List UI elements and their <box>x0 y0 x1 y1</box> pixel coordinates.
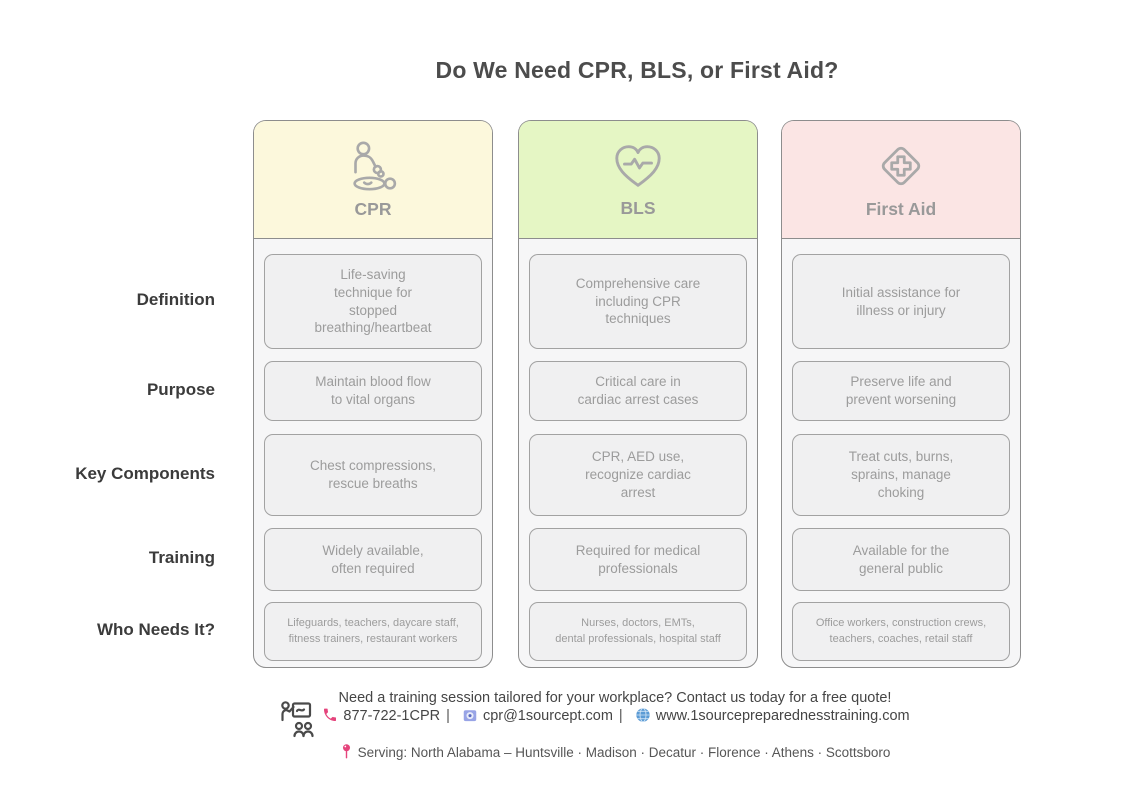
contact-separator: | <box>618 708 623 724</box>
cell-first-aid-who-needs-it: Office workers, construction crews, teac… <box>792 602 1010 661</box>
row-label-definition: Definition <box>136 290 215 309</box>
cell-cpr-key-components: Chest compressions, rescue breaths <box>264 434 482 516</box>
cell-cpr-definition: Life-saving technique for stopped breath… <box>264 254 482 349</box>
cell-cpr-training: Widely available, often required <box>264 528 482 591</box>
first-aid-diamond-cross-icon <box>881 146 921 185</box>
phone-number: 877-722-1CPR <box>343 708 441 724</box>
cell-cpr-who-needs-it: Lifeguards, teachers, daycare staff, fit… <box>264 602 482 661</box>
globe-icon <box>636 707 650 723</box>
column-header-bls: BLS <box>519 121 757 239</box>
column-first-aid: First Aid Initial assistance for illness… <box>781 120 1021 668</box>
column-title-first-aid: First Aid <box>865 198 937 219</box>
page-title: Do We Need CPR, BLS, or First Aid? <box>435 57 839 83</box>
email-address: cpr@1sourcept.com <box>482 708 613 724</box>
row-label-key-components: Key Components <box>75 464 215 483</box>
website-url: www.1sourcepreparednesstraining.com <box>655 708 910 724</box>
heartbeat-heart-icon <box>615 144 661 187</box>
cell-first-aid-definition: Initial assistance for illness or injury <box>792 254 1010 349</box>
email-icon <box>463 710 477 722</box>
column-title-cpr: CPR <box>354 198 392 219</box>
row-label-purpose: Purpose <box>146 380 215 399</box>
cell-bls-purpose: Critical care in cardiac arrest cases <box>529 361 747 421</box>
cell-bls-who-needs-it: Nurses, doctors, EMTs, dental profession… <box>529 602 747 661</box>
cell-bls-definition: Comprehensive care including CPR techniq… <box>529 254 747 349</box>
cell-cpr-purpose: Maintain blood flow to vital organs <box>264 361 482 421</box>
serving-text: Serving: North Alabama – Huntsville · Ma… <box>357 745 891 760</box>
column-bls: BLS Comprehensive care including CPR tec… <box>518 120 758 668</box>
footer-serving: Serving: North Alabama – Huntsville · Ma… <box>96 743 1134 760</box>
cell-first-aid-training: Available for the general public <box>792 528 1010 591</box>
contact-separator: | <box>446 708 450 724</box>
column-title-bls: BLS <box>620 197 656 218</box>
column-cpr: CPR Life-saving technique for stopped br… <box>253 120 493 668</box>
cell-first-aid-key-components: Treat cuts, burns, sprains, manage choki… <box>792 434 1010 516</box>
cell-bls-key-components: CPR, AED use, recognize cardiac arrest <box>529 434 747 516</box>
cpr-rescue-icon <box>353 141 397 190</box>
row-label-training: Training <box>148 548 215 567</box>
trainer-group-icon <box>281 701 314 738</box>
cell-first-aid-purpose: Preserve life and prevent worsening <box>792 361 1010 421</box>
column-header-cpr: CPR <box>254 121 492 239</box>
cell-bls-training: Required for medical professionals <box>529 528 747 591</box>
phone-icon <box>324 708 337 721</box>
column-header-first-aid: First Aid <box>782 121 1020 239</box>
footer-cta-text: Need a training session tailored for you… <box>338 690 892 706</box>
pin-icon <box>342 744 350 759</box>
footer-contacts: 877-722-1CPR | cpr@1sourcept.com | www.1so… <box>96 707 1134 724</box>
row-label-who-needs-it: Who Needs It? <box>96 620 215 639</box>
